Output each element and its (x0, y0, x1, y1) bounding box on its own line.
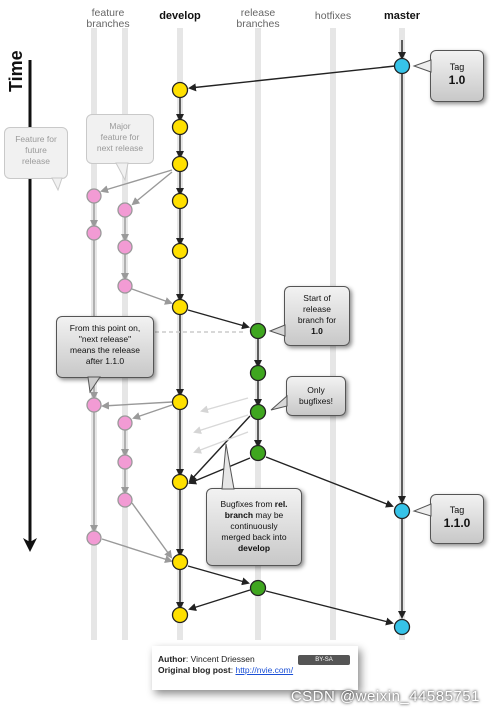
callout-next-release: From this point on, "next release" means… (56, 316, 154, 378)
callout-bugfixes-merged-line2: branch may be (213, 510, 295, 521)
callout-only-bugfixes: Only bugfixes! (286, 376, 346, 416)
merge-arrows (100, 65, 396, 626)
callout-only-bugfixes-line1: Only (307, 385, 325, 395)
callout-bugfixes-merged-line1: Bugfixes from rel. (213, 499, 295, 510)
callout-major-feature: Major feature for next release (86, 114, 154, 164)
tag-1-1-0-version: 1.1.0 (443, 516, 471, 530)
callout-major-feature-line1: Major (109, 121, 131, 131)
column-header-feature-line1: feature (91, 7, 125, 19)
commits-develop (171, 81, 189, 624)
callout-next-release-line4: after 1.1.0 (85, 356, 125, 366)
callout-bugfixes-merged-line5: develop (237, 543, 271, 553)
tag-1-0-version: 1.0 (448, 73, 466, 87)
callout-bugfixes-line1-bold: rel. (274, 499, 288, 509)
callout-start-release-line2: release (303, 304, 331, 314)
callout-feature-future-line1: Feature for (15, 134, 57, 144)
commits-master (393, 57, 411, 636)
tag-1-0-label: Tag (449, 62, 465, 72)
tag-1-0: Tag 1.0 (430, 50, 484, 102)
author-line: Author: Vincent Driessen (158, 654, 352, 665)
commits-feature (86, 188, 133, 546)
column-header-develop: develop (159, 10, 201, 22)
callout-bugfixes-merged-line3: continuously (230, 521, 278, 531)
callout-next-release-line3: means the release (70, 345, 140, 355)
callout-feature-future-line2: future (25, 145, 47, 155)
column-header-master: master (383, 10, 421, 22)
callout-feature-future: Feature for future release (4, 127, 68, 179)
callout-major-feature-line3: next release (96, 143, 144, 153)
column-header-feature-line2: branches (86, 18, 130, 30)
blog-label: Original blog post (158, 665, 231, 675)
cc-license-badge: BY-SA (298, 655, 350, 665)
watermark: CSDN @weixin_44585751 (290, 688, 480, 705)
callout-bugfixes-line1-text: Bugfixes from (220, 499, 275, 509)
callout-bugfixes-merged: Bugfixes from rel. branch may be continu… (206, 488, 302, 566)
tag-1-1-0-label: Tag (449, 505, 465, 515)
callout-start-release-line3: branch for (297, 315, 337, 325)
column-header-hotfixes: hotfixes (314, 10, 352, 22)
column-header-release-line1: release (240, 7, 276, 19)
column-header-feature: feature branches (80, 8, 136, 30)
blog-separator: : (230, 665, 236, 675)
callout-start-release-version: 1.0 (311, 326, 323, 336)
callout-feature-future-line3: release (22, 156, 50, 166)
blog-line: Original blog post: http://nvie.com/ (158, 665, 352, 676)
author-name: : Vincent Driessen (185, 654, 255, 664)
blog-link[interactable]: http://nvie.com/ (235, 665, 294, 675)
callout-next-release-line1: From this point on, (69, 323, 141, 333)
column-header-release-line2: branches (236, 18, 280, 30)
callout-bugfixes-line2-text: may be (253, 510, 284, 520)
callout-bugfixes-line2-bold: branch (224, 510, 254, 520)
callout-major-feature-line2: feature for (100, 132, 140, 142)
callout-bugfixes-merged-line4: merged back into (221, 532, 287, 542)
author-card: Author: Vincent Driessen Original blog p… (152, 646, 358, 690)
callout-next-release-line2: "next release" (78, 334, 132, 344)
tag-1-1-0: Tag 1.1.0 (430, 494, 484, 544)
column-header-release: release branches (228, 8, 288, 30)
callout-start-release: Start of release branch for 1.0 (284, 286, 350, 346)
callout-start-release-line1: Start of (303, 293, 331, 303)
commits-release (249, 322, 267, 597)
author-label: Author (158, 654, 186, 664)
callout-only-bugfixes-line2: bugfixes! (298, 396, 334, 406)
